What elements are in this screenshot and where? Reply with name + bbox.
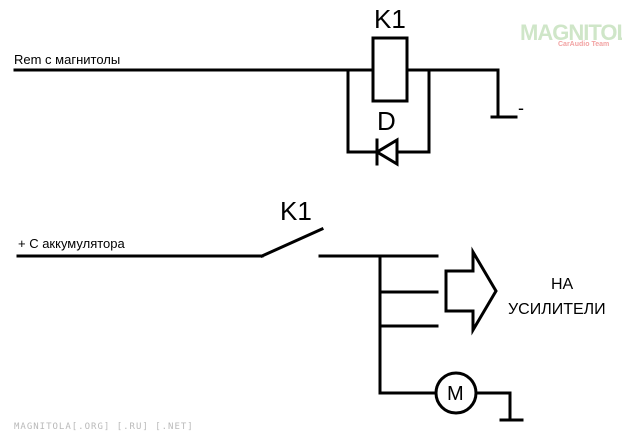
battery-wire-label: + С аккумулятора	[18, 236, 125, 251]
diode-label: D	[377, 106, 396, 136]
logo-wordmark: MAGNITOLA	[520, 20, 622, 45]
ground-minus-label: -	[518, 98, 524, 118]
remote-wire-label: Rem с магнитолы	[14, 52, 121, 67]
relay-coil-label: K1	[374, 4, 406, 34]
amplifier-arrow	[444, 246, 498, 336]
amplifier-label-line2: УСИЛИТЕЛИ	[508, 301, 606, 318]
diode-triangle	[374, 137, 399, 167]
logo-tagline: CarAudio Team	[558, 41, 610, 48]
watermark-text: MAGNITOLA[.ORG] [.RU] [.NET]	[14, 422, 194, 432]
relay-switch-contact	[260, 227, 324, 258]
relay-coil	[371, 36, 409, 103]
relay-switch-label: K1	[280, 196, 312, 226]
magnitola-logo: MAGNITOLA CarAudio Team	[520, 20, 622, 52]
amplifier-label-line1: НА	[551, 276, 574, 293]
motor-label: M	[447, 383, 464, 405]
